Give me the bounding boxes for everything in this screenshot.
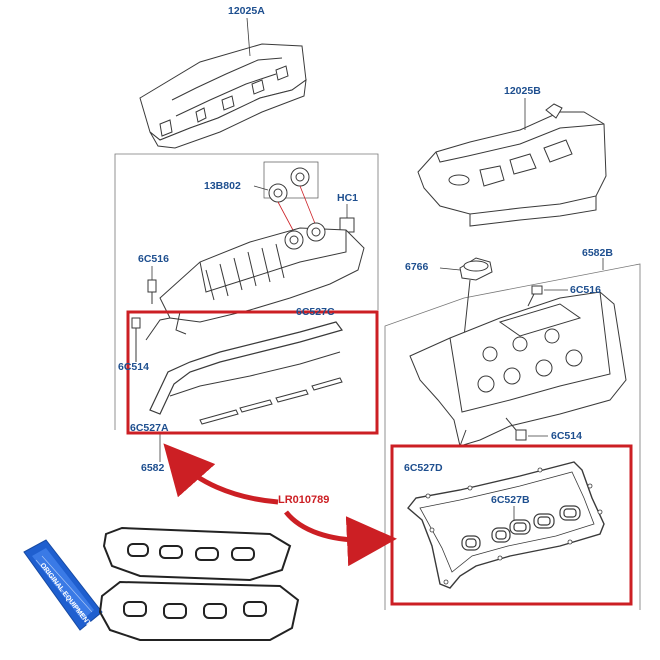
callout-6C527C: 6C527C bbox=[296, 306, 335, 318]
product-gasket-bottom bbox=[98, 580, 300, 641]
callout-13B802: 13B802 bbox=[204, 180, 241, 192]
spark-plug-seals bbox=[199, 377, 343, 425]
right-group-frame bbox=[384, 263, 641, 610]
callout-6582: 6582 bbox=[141, 462, 165, 474]
left-group-frame bbox=[114, 153, 379, 430]
leader-13B802 bbox=[253, 185, 269, 191]
callout-6C527D: 6C527D bbox=[404, 462, 443, 474]
leader-12025A bbox=[246, 17, 251, 57]
callout-6C516-right: 6C516 bbox=[570, 284, 601, 296]
product-package bbox=[23, 539, 103, 631]
part-number-label: LR010789 bbox=[278, 494, 330, 506]
callout-12025A: 12025A bbox=[228, 5, 265, 17]
callout-HC1: HC1 bbox=[337, 192, 359, 204]
gasket-6C527D-inner bbox=[419, 471, 595, 573]
callout-12025B: 12025B bbox=[504, 85, 541, 97]
arrow-to-right-box bbox=[284, 510, 397, 567]
engine-cover-left bbox=[139, 43, 307, 149]
oil-caps bbox=[263, 161, 319, 233]
gasket-6C527D-bolt-holes bbox=[425, 467, 603, 585]
leader-6766 bbox=[439, 267, 461, 271]
gasket-6C527D bbox=[407, 461, 605, 589]
product-gasket-top bbox=[102, 526, 292, 582]
bolt-left bbox=[147, 279, 157, 304]
callout-6582B: 6582B bbox=[582, 247, 613, 259]
callout-6C527B: 6C527B bbox=[491, 494, 530, 506]
bolt-6C514-right bbox=[505, 417, 527, 441]
callout-6C514-right: 6C514 bbox=[551, 430, 582, 442]
oil-cap-6766 bbox=[459, 257, 493, 357]
arrow-to-left-box bbox=[163, 443, 279, 505]
bolt-6C516-right bbox=[527, 285, 543, 307]
callout-6766: 6766 bbox=[405, 261, 429, 273]
callout-6C527A: 6C527A bbox=[130, 422, 169, 434]
gasket-6C527C bbox=[149, 321, 344, 415]
bolt-6C514-left bbox=[131, 317, 141, 362]
engine-cover-right bbox=[417, 103, 607, 227]
callout-6C516-left: 6C516 bbox=[138, 253, 169, 265]
highlight-box-left bbox=[126, 310, 379, 435]
callout-6C514-left: 6C514 bbox=[118, 361, 149, 373]
seals-6C527B bbox=[461, 505, 581, 551]
valve-cover-left bbox=[145, 222, 365, 341]
gasket-6C527C-inner bbox=[169, 351, 341, 397]
valve-cover-right bbox=[409, 291, 627, 447]
